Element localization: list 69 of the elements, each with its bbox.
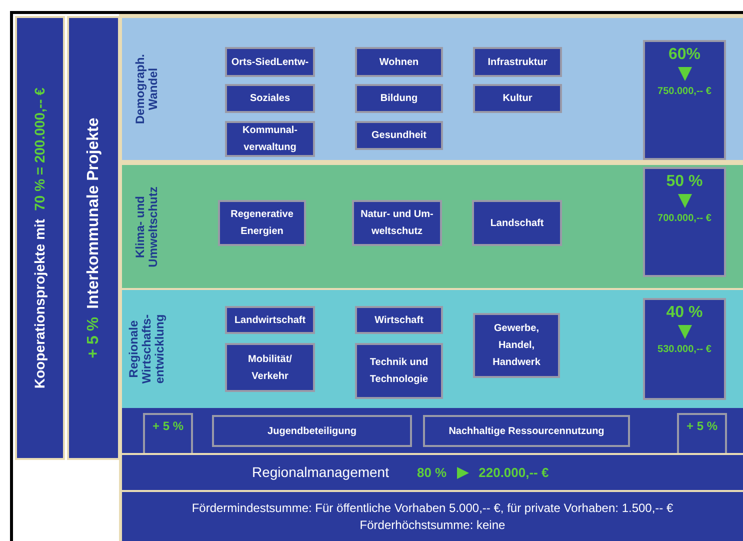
topic-box <box>355 121 443 150</box>
topic-box <box>225 47 315 77</box>
topic-box <box>355 343 443 399</box>
topic-box <box>212 415 412 447</box>
column-title: Kooperationsprojekte mit <box>30 218 48 388</box>
topic-box <box>355 306 443 334</box>
box-label: Infrastruktur <box>488 56 548 70</box>
box-label: Mobilität/ Verkehr <box>247 352 293 384</box>
percent-label: + 5 % <box>686 418 718 435</box>
funding-box <box>643 298 726 400</box>
topic-box <box>355 47 443 77</box>
funding-box <box>643 167 726 277</box>
funding-note: Förderhöchstsumme: keine <box>360 516 506 534</box>
column-title: 70 % = 200.000,-- € <box>30 88 48 211</box>
box-label: Orts-SiedLentw- <box>231 56 309 70</box>
topic-box <box>473 84 562 113</box>
band-heading: Demograph. Wandel <box>134 53 160 126</box>
box-label: Wirtschaft <box>374 314 424 328</box>
topic-box <box>473 313 560 378</box>
band-heading: Regionale Wirtschafts- entwicklung <box>128 313 166 386</box>
row-band <box>122 408 743 453</box>
band-heading: Klima- und Umweltschutz <box>134 185 160 269</box>
topic-box <box>225 306 315 334</box>
box-label: Technik und Technologie <box>368 356 430 387</box>
percent-label: 60% <box>668 46 701 64</box>
percent-label: 80 % <box>416 464 447 482</box>
column-title: Interkommunale Projekte <box>84 118 102 309</box>
box-label: Landschaft <box>490 216 544 230</box>
category-band <box>122 165 743 288</box>
percent-label: 40 % <box>666 304 703 322</box>
vertical-column <box>15 16 65 460</box>
box-label: Wohnen <box>379 56 419 70</box>
column-title: + 5 % <box>84 316 102 358</box>
category-band <box>122 290 743 408</box>
topic-box <box>225 121 315 157</box>
funding-note: Fördermindestsumme: Für öffentliche Vorhaben 5.000,-- €, für private Vorhaben: 1.500,-- € <box>192 500 674 516</box>
percent-box <box>143 413 193 453</box>
box-label: Gesundheit <box>371 129 426 143</box>
management-label: Regionalmanagement <box>252 463 389 482</box>
box-label: Nachhaltige Ressourcennutzung <box>448 424 604 438</box>
amount-label: 700.000,-- € <box>658 212 712 226</box>
box-label: Natur- und Um- weltschutz <box>360 208 434 239</box>
topic-box <box>225 343 315 392</box>
percent-box <box>677 413 727 453</box>
vertical-column <box>67 16 120 460</box>
box-label: Regenerative Energien <box>230 208 294 239</box>
topic-box <box>423 415 630 447</box>
topic-box <box>352 200 442 246</box>
box-label: Landwirtschaft <box>234 314 306 328</box>
funding-box <box>643 40 726 160</box>
topic-box <box>472 200 562 246</box>
footer-band <box>122 492 743 541</box>
topic-box <box>225 84 315 113</box>
topic-box <box>473 47 562 77</box>
box-label: Kultur <box>502 92 532 106</box>
percent-label: + 5 % <box>152 418 184 435</box>
box-label: Kommunal- verwaltung <box>242 124 298 155</box>
box-label: Gewerbe, Handel, Handwerk <box>492 322 542 370</box>
amount-label: 750.000,-- € <box>658 85 712 99</box>
topic-box <box>218 200 306 246</box>
topic-box <box>355 84 443 113</box>
amount-label: 530.000,-- € <box>658 343 712 357</box>
category-band <box>122 18 743 160</box>
percent-label: 50 % <box>666 173 703 191</box>
management-band <box>122 455 743 490</box>
box-label: Soziales <box>250 92 290 106</box>
amount-label: 220.000,-- € <box>478 464 549 482</box>
box-label: Bildung <box>380 92 418 106</box>
box-label: Jugendbeteiligung <box>268 424 356 438</box>
